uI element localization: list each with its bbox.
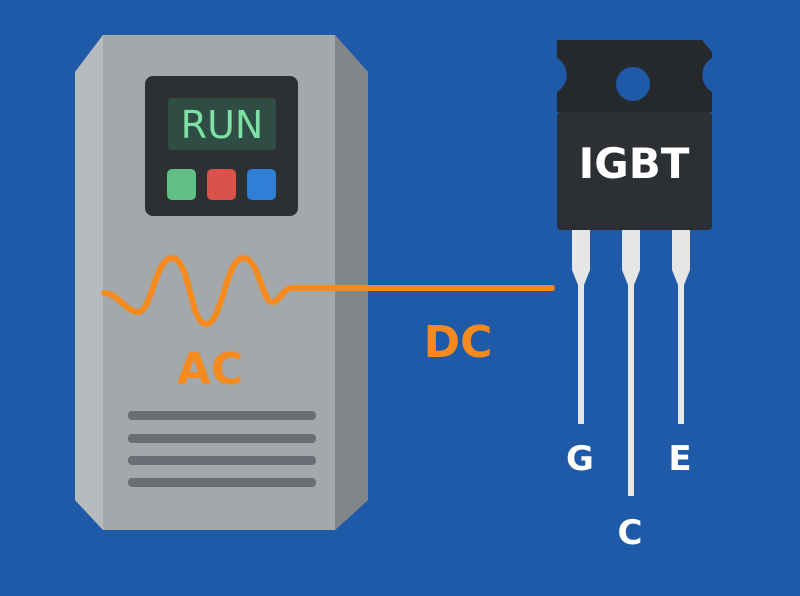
gate-lead <box>572 230 590 424</box>
vent-slot <box>128 478 316 487</box>
igbt-tab-notch-right <box>702 58 712 92</box>
igbt-leads <box>572 230 690 496</box>
collector-lead <box>622 230 640 496</box>
blue-button[interactable] <box>247 169 276 200</box>
green-button[interactable] <box>167 169 196 200</box>
vfd-drive: RUN AC <box>75 35 555 530</box>
igbt-transistor: IGBT G E C <box>557 40 712 553</box>
ac-waveform-line <box>101 255 555 327</box>
gate-pin-label: G <box>566 439 594 479</box>
dc-label: DC <box>424 317 493 368</box>
vent-slot <box>128 456 316 465</box>
drive-left-bevel <box>75 35 103 530</box>
display-status-text: RUN <box>181 103 264 147</box>
emitter-pin-label: E <box>668 439 691 479</box>
vent-grille <box>128 411 316 487</box>
igbt-label: IGBT <box>579 139 690 188</box>
drive-side-shade <box>335 35 368 530</box>
vent-slot <box>128 434 316 443</box>
igbt-tab-notch-left <box>557 58 567 92</box>
lcd-screen <box>168 98 276 150</box>
collector-pin-label: C <box>618 513 643 553</box>
igbt-mounting-hole <box>616 67 650 101</box>
igbt-body <box>557 112 712 230</box>
ac-label: AC <box>177 344 243 395</box>
red-button[interactable] <box>207 169 236 200</box>
vent-slot <box>128 411 316 420</box>
emitter-lead <box>672 230 690 424</box>
